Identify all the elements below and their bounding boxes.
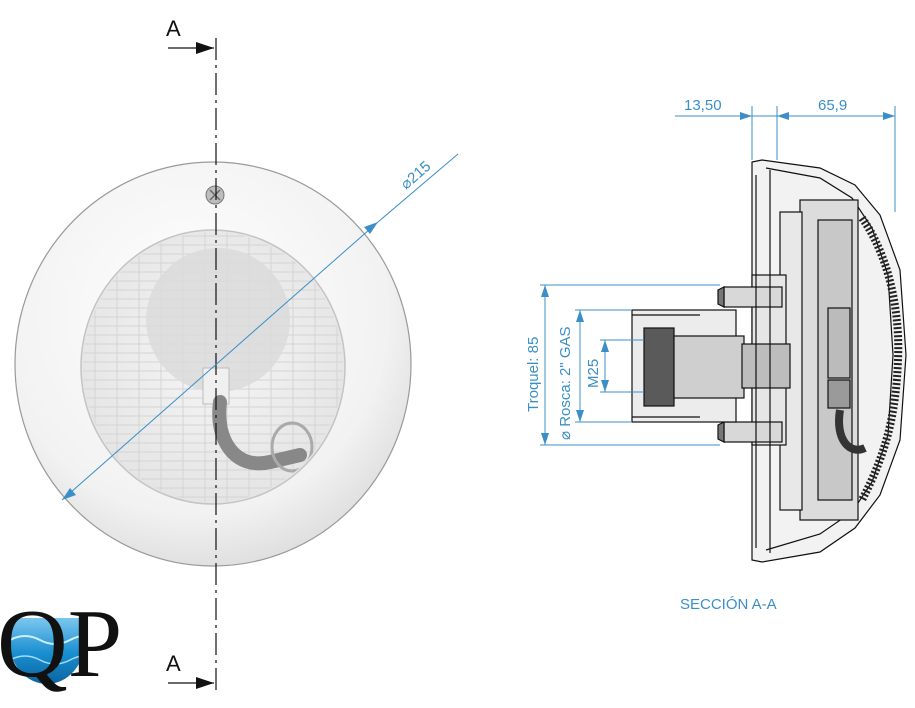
section-top-dimensions	[675, 106, 896, 212]
section-view	[631, 159, 907, 563]
diameter-label: ⌀215	[397, 158, 434, 193]
qp-logo: QP	[0, 590, 122, 698]
m25-label: M25	[585, 359, 602, 388]
troquel-label: Troquel: 85	[525, 337, 542, 412]
reflector-dome	[146, 248, 290, 392]
diameter-dimension	[61, 153, 459, 501]
front-view	[14, 161, 412, 567]
section-caption: SECCIÓN A-A	[680, 596, 777, 613]
rosca-label: ⌀ Rosca: 2" GAS	[557, 326, 574, 440]
section-left-dimensions	[540, 284, 720, 446]
section-mark-bottom: A	[166, 651, 181, 676]
dim-13-50: 13,50	[684, 97, 722, 114]
dim-65-9: 65,9	[818, 97, 847, 114]
cable	[212, 395, 307, 471]
cable-gland	[270, 421, 314, 473]
section-mark-top: A	[166, 16, 181, 41]
logo-text: QP	[0, 590, 122, 698]
